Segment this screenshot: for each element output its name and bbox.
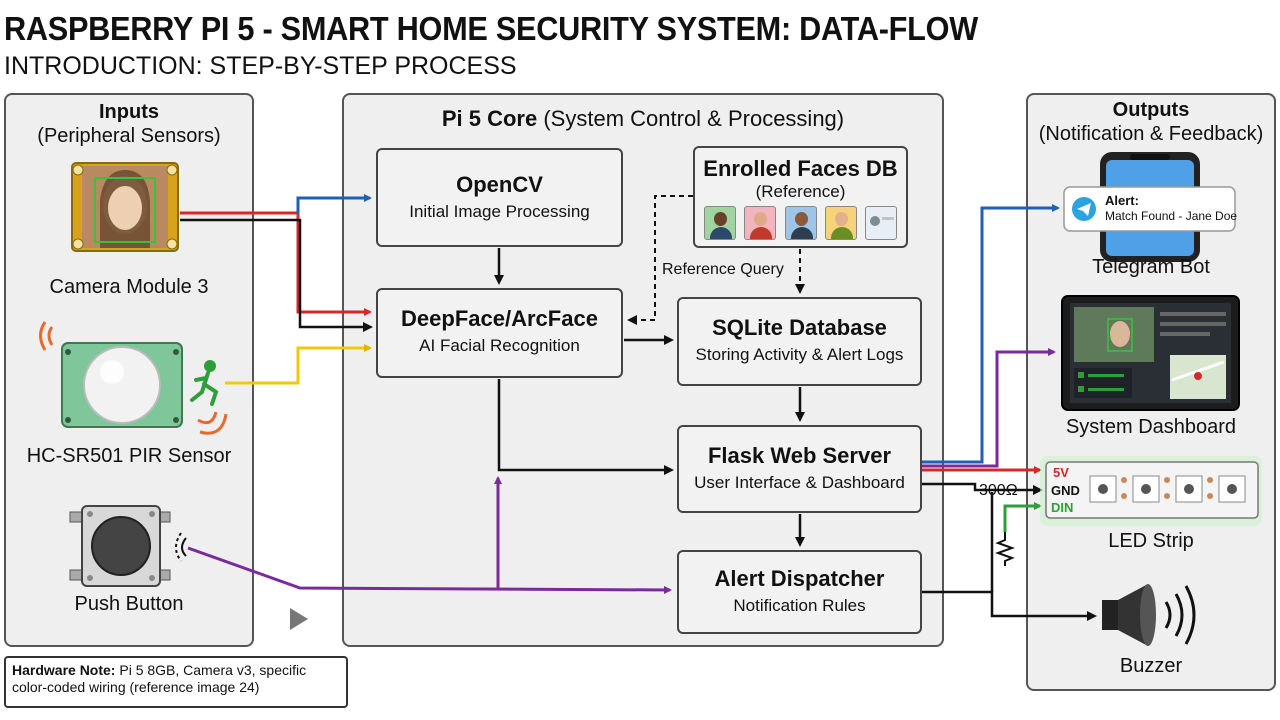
led-pin-5v: 5V — [1053, 465, 1069, 480]
faces-db-subtitle: (Reference) — [755, 182, 846, 201]
led-pin-gnd: GND — [1051, 483, 1080, 498]
wire-camera-red — [180, 211, 372, 316]
dispatcher-box: Alert Dispatcher Notification Rules — [677, 550, 922, 634]
dispatcher-title: Alert Dispatcher — [714, 566, 885, 591]
wire-led-din-green — [1003, 502, 1042, 532]
outputs-heading: Outputs — [1112, 99, 1190, 121]
deepface-title: DeepFace/ArcFace — [401, 306, 598, 331]
opencv-subtitle: Initial Image Processing — [409, 202, 590, 221]
flask-title: Flask Web Server — [707, 443, 892, 468]
telegram-icon — [1072, 197, 1096, 221]
alert-card — [1063, 186, 1236, 232]
outputs-subheading: (Notification & Feedback) — [1038, 123, 1264, 145]
faces-db-box: Enrolled Faces DB (Reference) — [693, 146, 908, 248]
faces-thumbnails — [695, 206, 906, 245]
button-label: Push Button — [74, 593, 184, 615]
opencv-box: OpenCV Initial Image Processing — [376, 148, 623, 247]
wire-button-purple — [187, 546, 672, 594]
alert-text: Match Found - Jane Doe — [1105, 209, 1238, 223]
led-label: LED Strip — [1108, 530, 1194, 552]
inputs-subheading: (Peripheral Sensors) — [37, 125, 221, 147]
page-title: RASPBERRY PI 5 - SMART HOME SECURITY SYS… — [4, 10, 978, 47]
dispatcher-subtitle: Notification Rules — [733, 596, 866, 615]
camera-module-icon — [71, 162, 179, 252]
sqlite-subtitle: Storing Activity & Alert Logs — [695, 345, 904, 364]
wire-flask-telegram — [922, 204, 1060, 464]
flask-subtitle: User Interface & Dashboard — [694, 473, 905, 492]
dashed-db-deepface — [627, 195, 693, 325]
arrow-deepface-flask — [497, 379, 674, 475]
resistor-label: 300Ω — [979, 482, 1018, 499]
flask-box: Flask Web Server User Interface & Dashbo… — [677, 425, 922, 513]
face-thumb-4 — [824, 206, 857, 240]
core-heading: Pi 5 Core (System Control & Processing) — [441, 106, 845, 131]
id-card-icon — [865, 206, 898, 240]
led-pin-din: DIN — [1051, 500, 1074, 515]
wire-pir-yellow — [225, 344, 372, 385]
wire-flask-led-black — [922, 482, 1043, 495]
push-button-icon — [69, 505, 187, 587]
hardware-note-title: Hardware Note: — [12, 662, 116, 678]
pir-sensor-icon — [39, 321, 228, 435]
faces-db-title: Enrolled Faces DB — [703, 156, 898, 181]
wire-flask-dashboard — [922, 348, 1056, 468]
deepface-box: DeepFace/ArcFace AI Facial Recognition — [376, 288, 623, 378]
hardware-note-text: Pi 5 8GB, Camera v3, specific color-code… — [12, 662, 307, 695]
dashboard-tablet-icon — [1061, 295, 1240, 411]
alert-title: Alert: — [1105, 193, 1139, 208]
wire-camera-blue — [296, 194, 372, 213]
sqlite-title: SQLite Database — [712, 315, 887, 340]
wire-dispatcher-buzzer — [922, 590, 1097, 621]
reference-query-label: Reference Query — [662, 261, 784, 278]
face-thumb-2 — [744, 206, 777, 240]
buzzer-label: Buzzer — [1119, 655, 1183, 677]
telegram-label: Telegram Bot — [1092, 256, 1210, 278]
page-subtitle: INTRODUCTION: STEP-BY-STEP PROCESS — [4, 52, 517, 80]
inputs-heading: Inputs — [99, 101, 159, 123]
face-thumb-3 — [784, 206, 817, 240]
hardware-note: Hardware Note: Pi 5 8GB, Camera v3, spec… — [4, 656, 348, 708]
led-strip-icon — [1040, 456, 1262, 526]
sqlite-box: SQLite Database Storing Activity & Alert… — [677, 297, 922, 386]
buzzer-icon — [1102, 584, 1196, 646]
face-thumb-1 — [703, 206, 736, 240]
dashboard-label: System Dashboard — [1065, 416, 1237, 438]
pir-label: HC-SR501 PIR Sensor — [26, 445, 232, 467]
wire-camera-black — [180, 218, 373, 332]
opencv-title: OpenCV — [456, 172, 543, 197]
play-icon — [290, 608, 308, 630]
deepface-subtitle: AI Facial Recognition — [419, 336, 580, 355]
resistor-symbol — [995, 532, 1015, 566]
camera-label: Camera Module 3 — [49, 276, 209, 298]
